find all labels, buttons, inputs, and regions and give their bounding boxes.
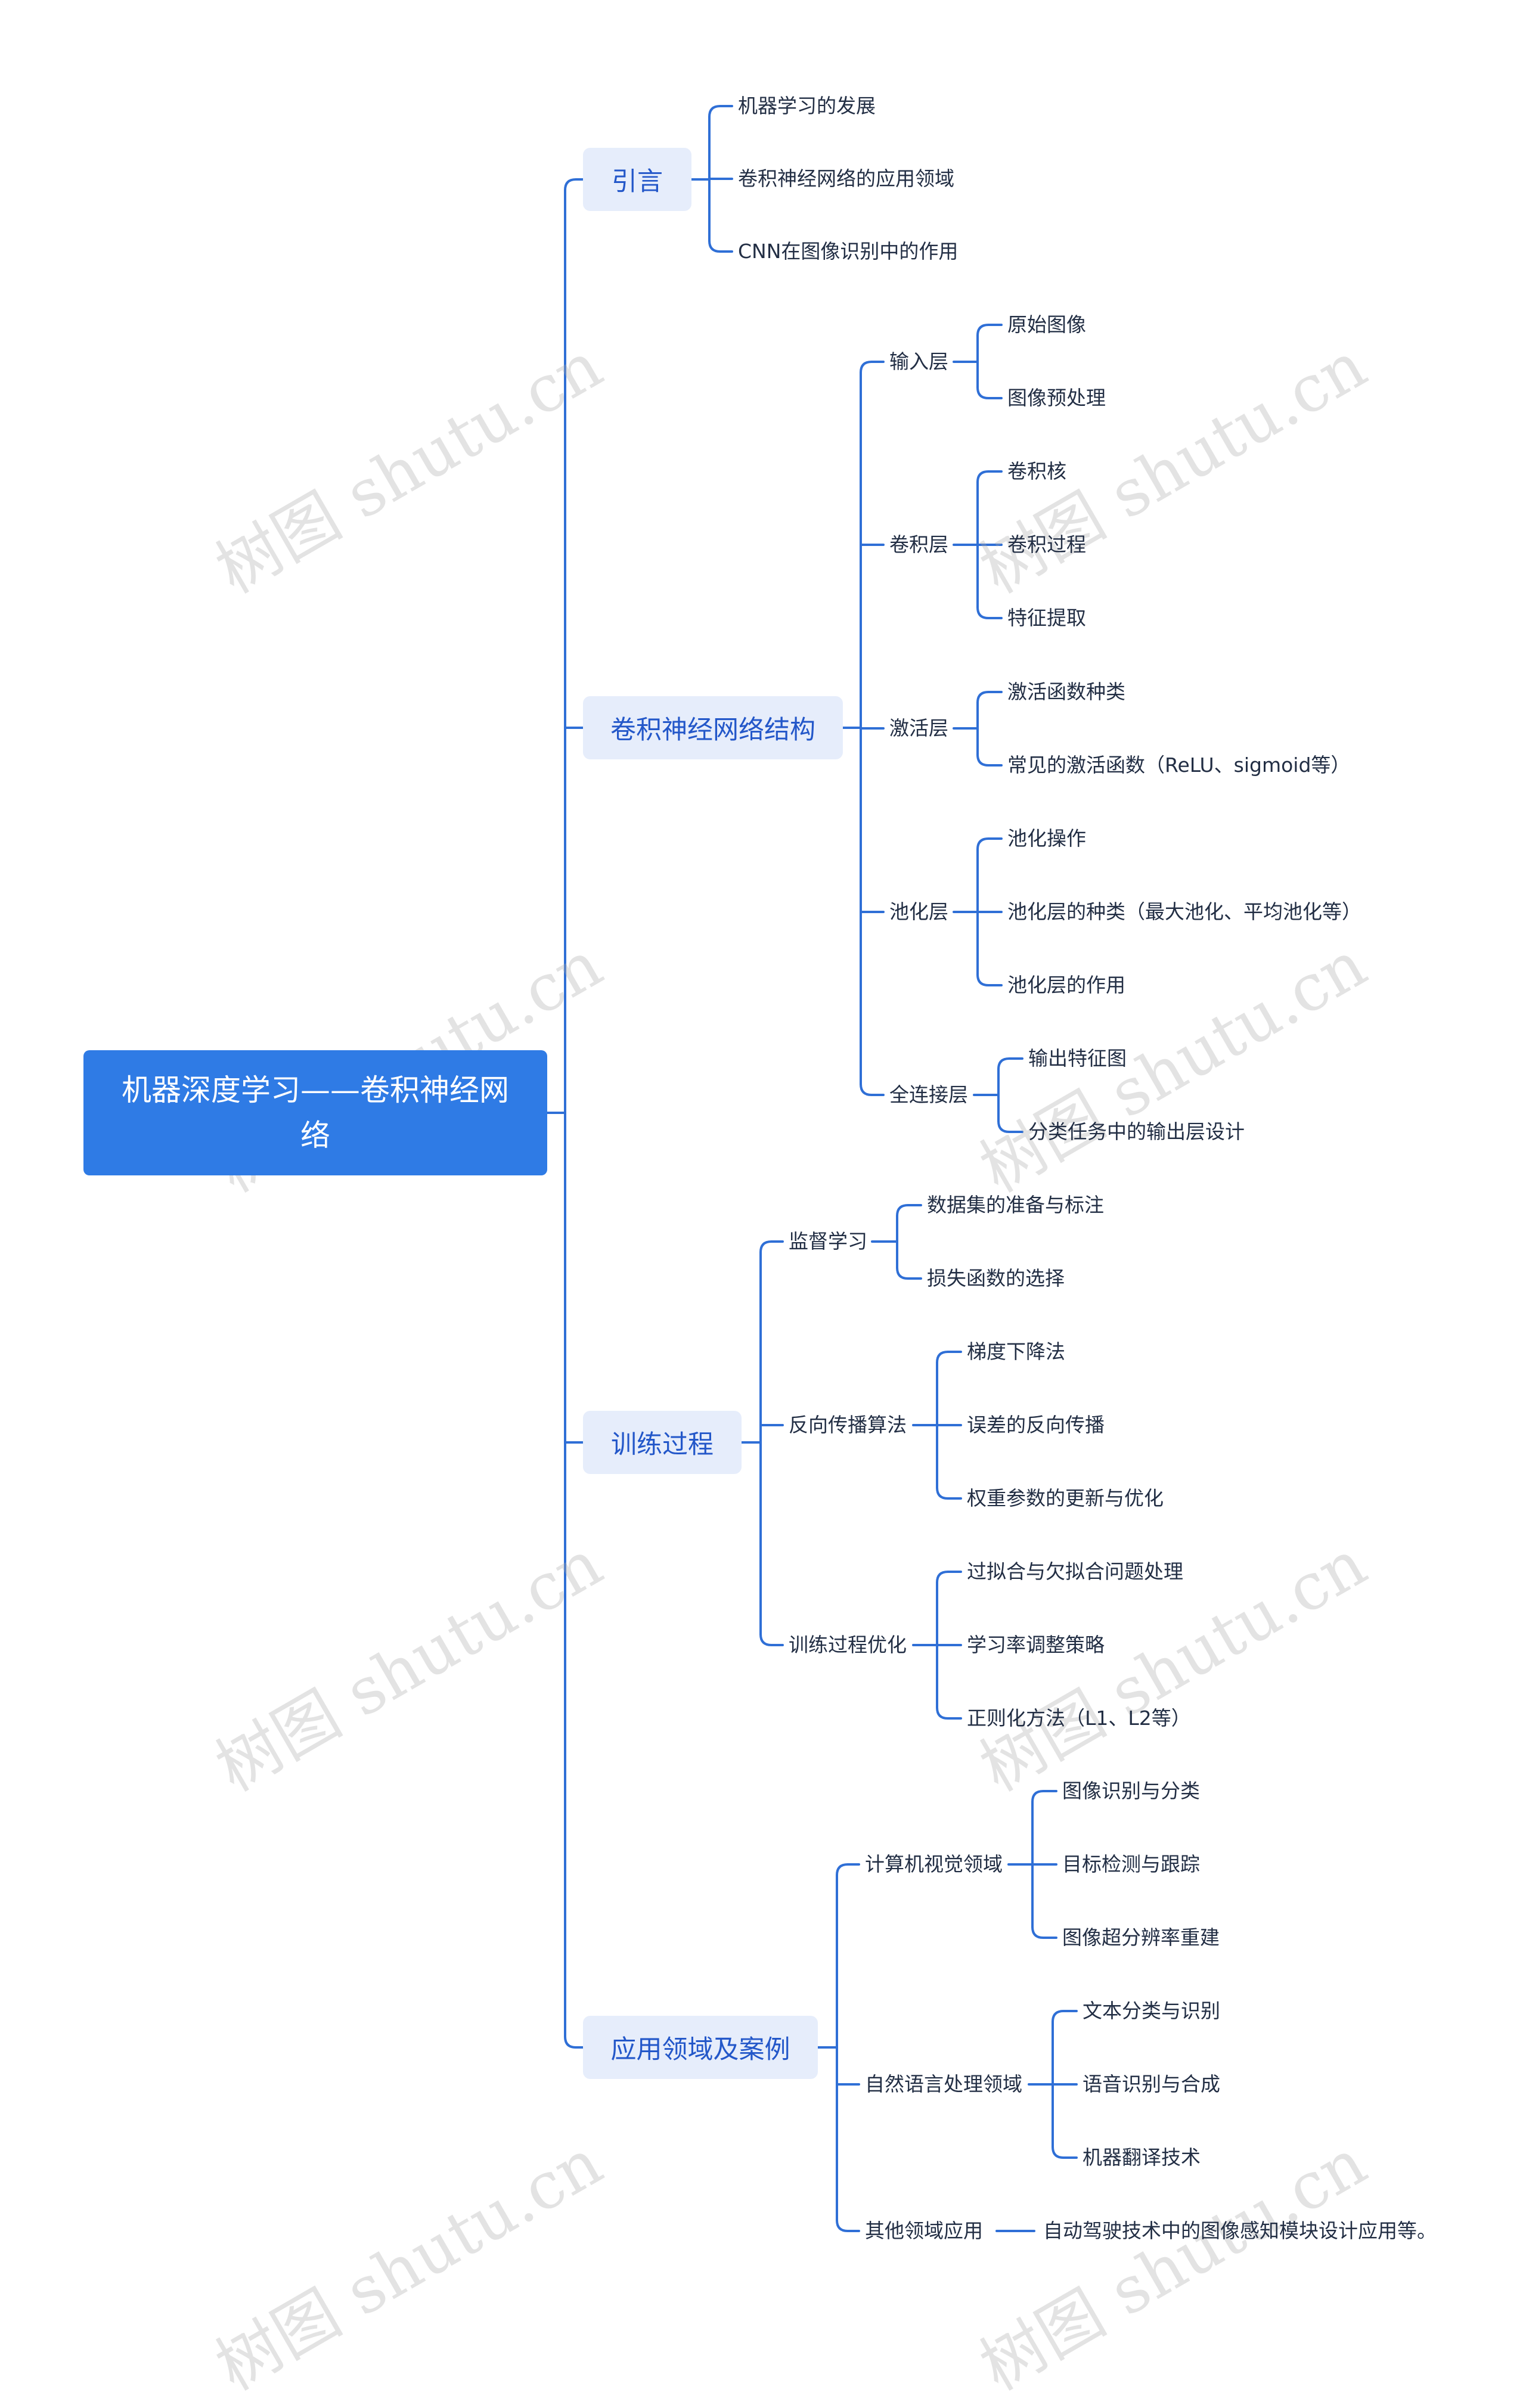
connector: [976, 386, 1003, 399]
leaf-machine-translation[interactable]: 机器翻译技术: [1083, 2146, 1201, 2169]
connector: [836, 1863, 860, 1876]
leaf-gradient-descent[interactable]: 梯度下降法: [967, 1340, 1065, 1363]
branch-label: 应用领域及案例: [610, 2035, 790, 2065]
connector: [896, 1204, 922, 1217]
topic-activation-layer[interactable]: 激活层: [889, 716, 948, 740]
leaf-feature-extract[interactable]: 特征提取: [1007, 606, 1086, 629]
leaf-weight-update[interactable]: 权重参数的更新与优化: [967, 1487, 1164, 1510]
connector: [836, 2219, 860, 2232]
connector: [708, 105, 733, 118]
leaf-output-feature-map[interactable]: 输出特征图: [1028, 1047, 1127, 1070]
leaf-text-classification[interactable]: 文本分类与识别: [1083, 1999, 1220, 2022]
leaf-kernel[interactable]: 卷积核: [1007, 460, 1066, 483]
connector: [936, 1571, 962, 1584]
leaf-autonomous-driving[interactable]: 自动驾驶技术中的图像感知模块设计应用等。: [1043, 2219, 1437, 2242]
connector: [1052, 2146, 1078, 2159]
topic-pooling-layer[interactable]: 池化层: [889, 900, 948, 923]
topic-backprop[interactable]: 反向传播算法: [789, 1413, 907, 1436]
leaf-image-preprocess[interactable]: 图像预处理: [1007, 386, 1106, 409]
branch-label: 训练过程: [611, 1430, 714, 1460]
branch-cnn-structure[interactable]: 卷积神经网络结构: [583, 696, 843, 759]
connector: [936, 1706, 962, 1720]
connector: [564, 2035, 584, 2049]
leaf-original-image[interactable]: 原始图像: [1007, 313, 1086, 336]
branch-training[interactable]: 训练过程: [583, 1411, 742, 1474]
connector: [759, 1240, 784, 1253]
leaf-image-classification[interactable]: 图像识别与分类: [1062, 1779, 1200, 1802]
topic-nlp[interactable]: 自然语言处理领域: [865, 2072, 1022, 2096]
connector: [976, 606, 1003, 619]
topic-supervised[interactable]: 监督学习: [789, 1230, 867, 1253]
connector: [1052, 2010, 1078, 2023]
branch-label: 卷积神经网络结构: [610, 715, 815, 745]
leaf-conv-process[interactable]: 卷积过程: [1007, 533, 1086, 556]
connector: [708, 240, 733, 253]
connector: [860, 361, 885, 374]
connector: [976, 470, 1003, 483]
topic-conv-layer[interactable]: 卷积层: [889, 533, 948, 556]
connector: [976, 973, 1003, 986]
branch-intro[interactable]: 引言: [583, 148, 691, 211]
connector: [976, 324, 1003, 337]
connector: [936, 1351, 962, 1364]
connector: [564, 178, 584, 191]
leaf-regularization[interactable]: 正则化方法（L1、L2等）: [967, 1706, 1191, 1730]
leaf-overfitting[interactable]: 过拟合与欠拟合问题处理: [967, 1560, 1183, 1583]
branch-applications[interactable]: 应用领域及案例: [583, 2016, 818, 2079]
root-node[interactable]: 机器深度学习——卷积神经网络: [83, 1050, 547, 1175]
root-node-label: 机器深度学习——卷积神经网络: [122, 1073, 509, 1153]
leaf-dataset-prep[interactable]: 数据集的准备与标注: [927, 1193, 1104, 1217]
leaf-activation-types[interactable]: 激活函数种类: [1007, 680, 1125, 703]
connector: [1031, 1926, 1057, 1939]
topic-other-fields[interactable]: 其他领域应用: [865, 2219, 983, 2242]
connector-lines: [546, 105, 1078, 2232]
leaf-loss-choice[interactable]: 损失函数的选择: [927, 1267, 1065, 1290]
connector: [976, 753, 1003, 767]
leaf-detection-tracking[interactable]: 目标检测与跟踪: [1062, 1852, 1200, 1876]
mindmap-canvas: 树图 shutu.cn 树图 shutu.cn 树图 shutu.cn 树图 s…: [83, 94, 1437, 2405]
leaf-common-activations[interactable]: 常见的激活函数（ReLU、sigmoid等）: [1007, 753, 1351, 777]
topic-input-layer[interactable]: 输入层: [889, 350, 948, 373]
leaf-pooling-op[interactable]: 池化操作: [1007, 827, 1086, 850]
leaf-output-layer-design[interactable]: 分类任务中的输出层设计: [1028, 1120, 1245, 1143]
leaf-error-backprop[interactable]: 误差的反向传播: [967, 1413, 1105, 1436]
topic-intro-3[interactable]: CNN在图像识别中的作用: [738, 240, 959, 263]
connector: [976, 837, 1003, 851]
leaf-lr-schedule[interactable]: 学习率调整策略: [967, 1633, 1105, 1656]
connector: [860, 1083, 885, 1096]
connector: [976, 691, 1003, 704]
leaf-speech[interactable]: 语音识别与合成: [1083, 2072, 1220, 2096]
topic-fc-layer[interactable]: 全连接层: [889, 1083, 968, 1106]
leaf-super-resolution[interactable]: 图像超分辨率重建: [1062, 1926, 1220, 1949]
connector: [896, 1267, 922, 1280]
topic-training-opt[interactable]: 训练过程优化: [789, 1633, 907, 1656]
connector: [936, 1487, 962, 1500]
connector: [759, 1633, 784, 1646]
leaf-pooling-role[interactable]: 池化层的作用: [1007, 973, 1125, 997]
topic-intro-1[interactable]: 机器学习的发展: [738, 94, 876, 117]
connector: [997, 1120, 1023, 1133]
topic-cv[interactable]: 计算机视觉领域: [865, 1852, 1003, 1876]
leaf-pooling-types[interactable]: 池化层的种类（最大池化、平均池化等）: [1007, 900, 1361, 923]
connector: [997, 1057, 1023, 1070]
topic-intro-2[interactable]: 卷积神经网络的应用领域: [738, 167, 954, 190]
connector: [1031, 1790, 1057, 1803]
branch-label: 引言: [612, 167, 663, 197]
